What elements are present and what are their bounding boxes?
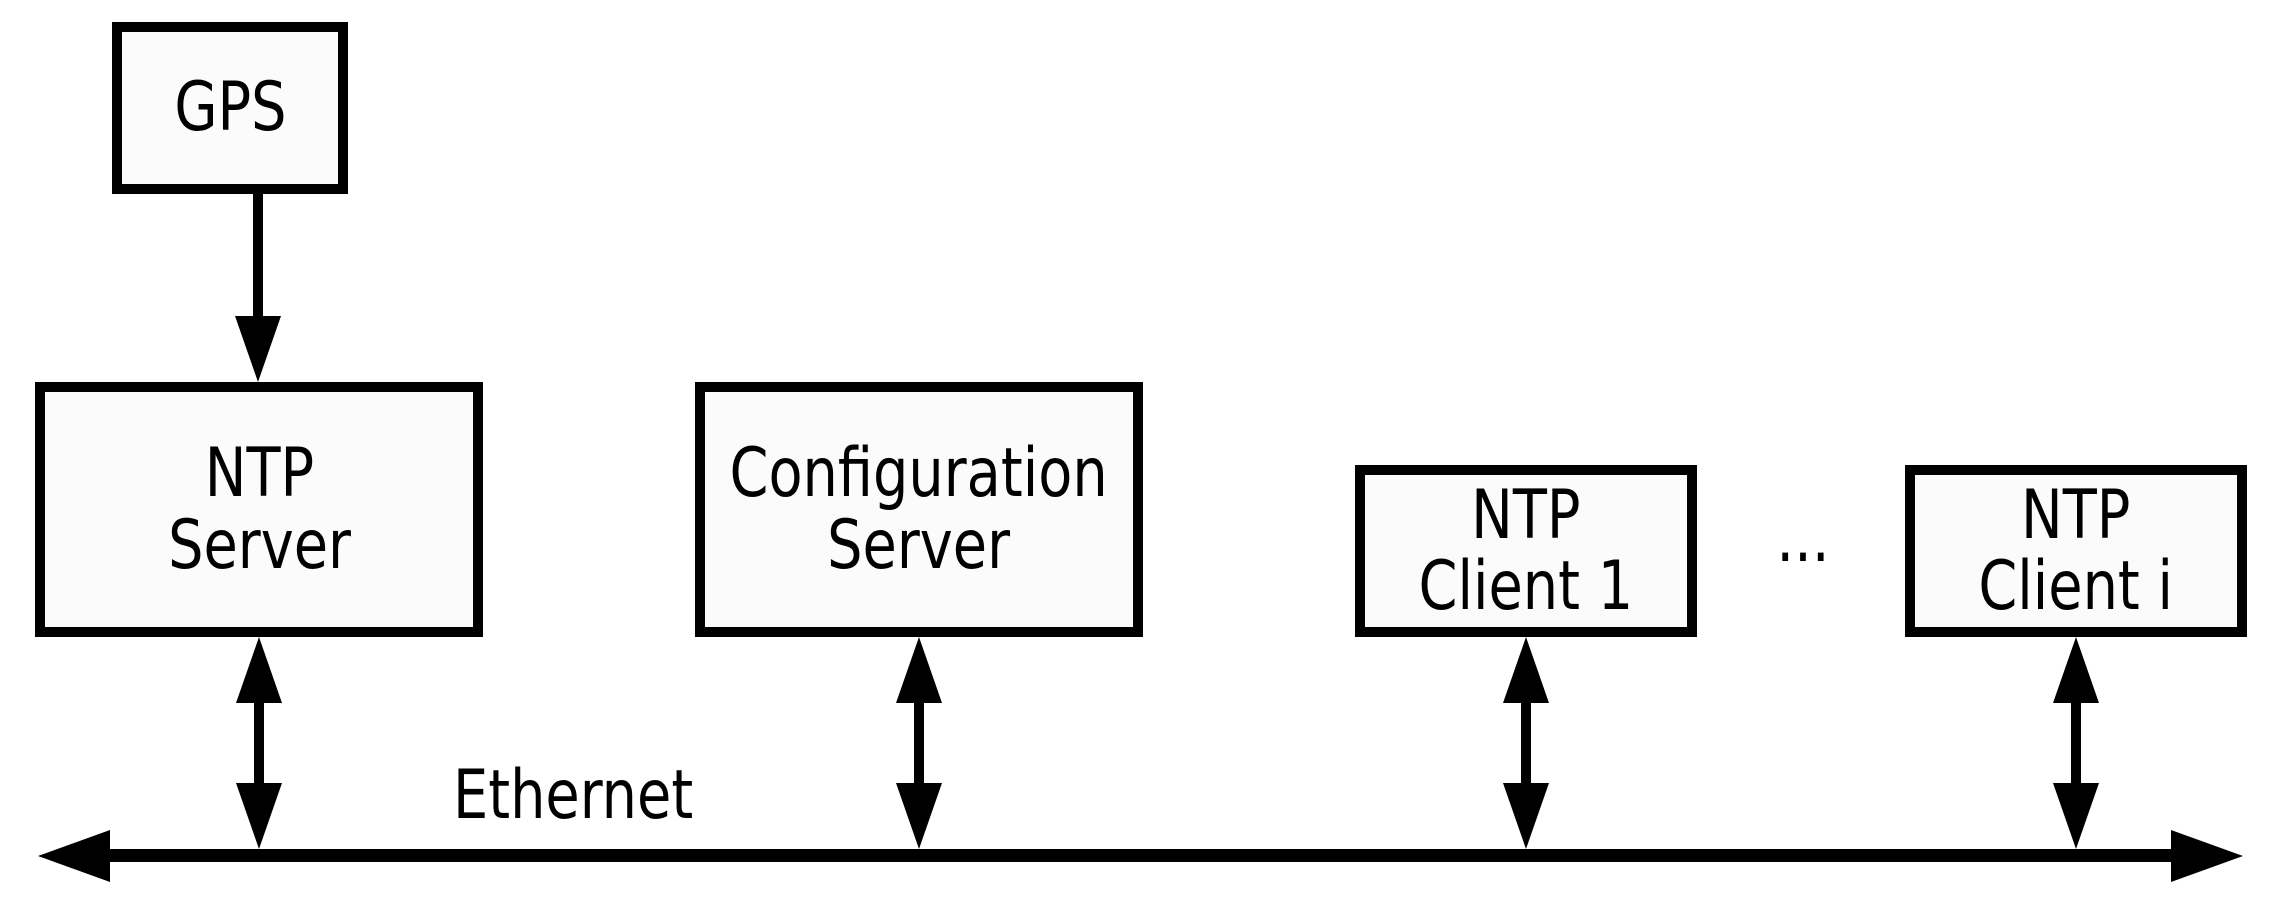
arrowhead-down-icon xyxy=(1503,783,1549,849)
arrowhead-up-icon xyxy=(236,637,282,703)
arrowhead-up-icon xyxy=(896,637,942,703)
arrowhead-right-icon xyxy=(2171,830,2243,882)
ntp-server-label-line1: NTP xyxy=(204,434,314,514)
ntp-client-i-to-bus-arrow-shaft xyxy=(2071,699,2081,787)
configuration-server-node: Configuration Server xyxy=(695,382,1143,637)
arrowhead-up-icon xyxy=(2053,637,2099,703)
ntp-client-i-label-line1: NTP xyxy=(2021,475,2131,555)
ntp-client-1-label-line2: Client 1 xyxy=(1418,547,1634,626)
gps-to-ntp-server-arrow-shaft xyxy=(253,194,263,322)
ntp-server-label-line2: Server xyxy=(167,505,351,585)
arrowhead-up-icon xyxy=(1503,637,1549,703)
ntp-client-1-node: NTP Client 1 xyxy=(1355,465,1697,637)
ntp-client-1-label-line1: NTP xyxy=(1471,475,1581,555)
gps-node: GPS xyxy=(112,22,348,194)
ntp-client-i-label-line2: Client i xyxy=(1978,547,2174,626)
configuration-server-to-bus-arrow-shaft xyxy=(914,699,924,787)
arrowhead-left-icon xyxy=(38,830,110,882)
ntp-server-node-label: NTP Server xyxy=(168,438,351,581)
configuration-server-label-line1: Configuration xyxy=(729,434,1109,514)
arrowhead-down-icon xyxy=(235,316,281,382)
clients-ellipsis: ... xyxy=(1776,499,1830,578)
arrowhead-down-icon xyxy=(2053,783,2099,849)
ntp-server-to-bus-arrow-shaft xyxy=(254,699,264,787)
gps-node-label: GPS xyxy=(174,72,286,143)
ntp-client-1-node-label: NTP Client 1 xyxy=(1418,479,1634,626)
arrowhead-down-icon xyxy=(236,783,282,849)
ntp-client-i-node-label: NTP Client i xyxy=(1978,479,2174,626)
ntp-server-node: NTP Server xyxy=(35,382,483,637)
configuration-server-node-label: Configuration Server xyxy=(730,438,1108,581)
ntp-client-1-to-bus-arrow-shaft xyxy=(1521,699,1531,787)
gps-node-label-text: GPS xyxy=(173,68,287,148)
ethernet-bus-line-segment xyxy=(104,849,2176,862)
configuration-server-label-line2: Server xyxy=(827,505,1011,585)
ntp-client-i-node: NTP Client i xyxy=(1905,465,2247,637)
arrowhead-down-icon xyxy=(896,783,942,849)
ethernet-bus-label: Ethernet xyxy=(453,756,694,835)
